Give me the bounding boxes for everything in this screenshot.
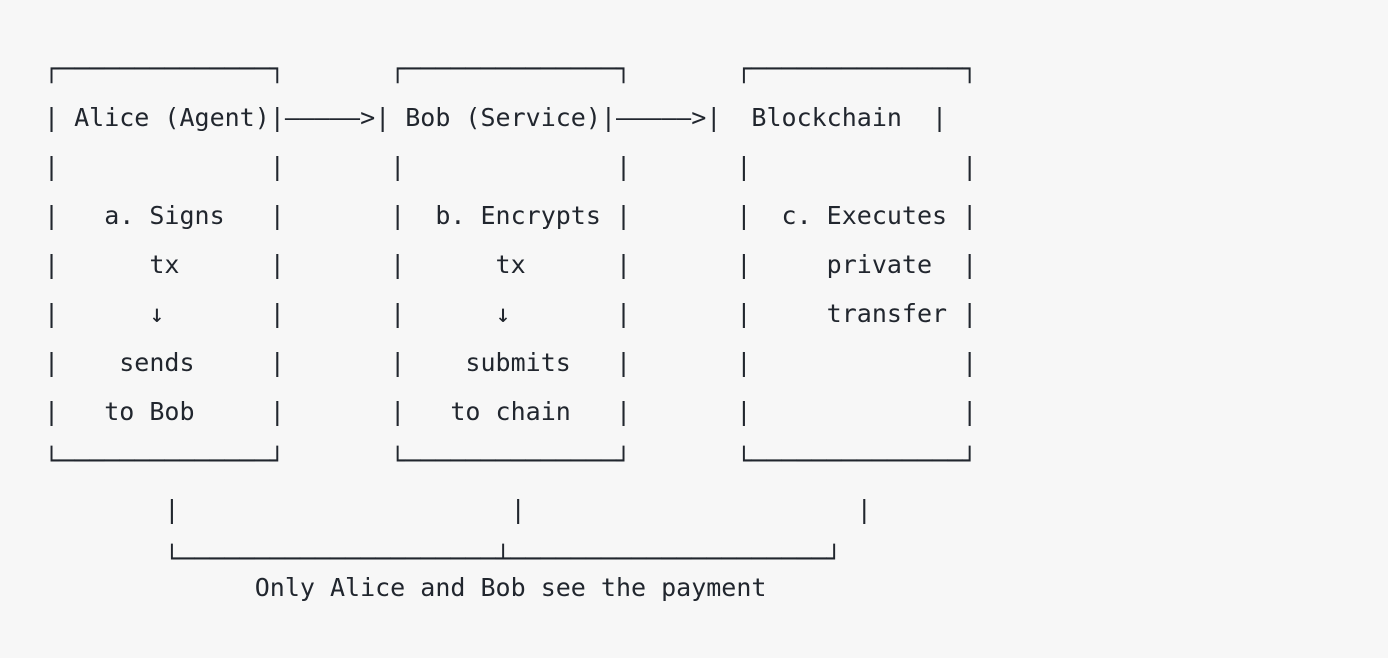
caption-text: Only Alice and Bob see the payment xyxy=(44,573,767,602)
ascii-line-bracket-stems: | | | xyxy=(44,495,872,524)
ascii-line-headers-and-arrows: | Alice (Agent)|—————>| Bob (Service)|——… xyxy=(44,103,948,132)
ascii-line-tx: | tx | | tx | | private | xyxy=(44,250,978,279)
ascii-line-bracket-rail: └─────────────────────┴─────────────────… xyxy=(44,544,842,573)
ascii-line-bottom-borders: └──────────────┘ └──────────────┘ └─────… xyxy=(44,446,978,475)
ascii-line-targets: | to Bob | | to chain | | | xyxy=(44,397,978,426)
ascii-art-canvas: ┌──────────────┐ ┌──────────────┐ ┌─────… xyxy=(44,44,977,583)
ascii-line-step-labels: | a. Signs | | b. Encrypts | | c. Execut… xyxy=(44,201,978,230)
ascii-line-down-arrows: | ↓ | | ↓ | | transfer | xyxy=(44,299,978,328)
ascii-line-top-borders: ┌──────────────┐ ┌──────────────┐ ┌─────… xyxy=(44,54,978,83)
ascii-line-verbs: | sends | | submits | | | xyxy=(44,348,978,377)
diagram-caption: Only Alice and Bob see the payment xyxy=(44,568,767,608)
ascii-line-blank-1: | | | | | | xyxy=(44,152,978,181)
